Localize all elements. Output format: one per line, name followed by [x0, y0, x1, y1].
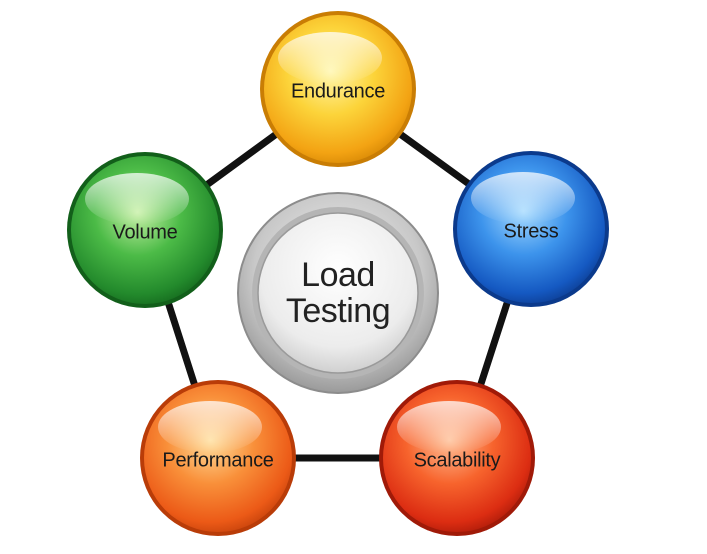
endurance-label: Endurance [290, 80, 386, 103]
node-scalability [379, 380, 535, 536]
node-endurance [260, 11, 416, 167]
volume-label: Volume [112, 221, 178, 244]
center-title-line1: Load [301, 256, 375, 294]
center-title: Load Testing [285, 256, 391, 330]
center-title-line2: Testing [285, 292, 391, 330]
stress-label: Stress [503, 220, 559, 243]
performance-label: Performance [162, 449, 274, 472]
center-hub [237, 192, 439, 394]
scalability-label: Scalability [413, 449, 501, 472]
node-performance [140, 380, 296, 536]
node-volume [67, 152, 223, 308]
node-stress [453, 151, 609, 307]
